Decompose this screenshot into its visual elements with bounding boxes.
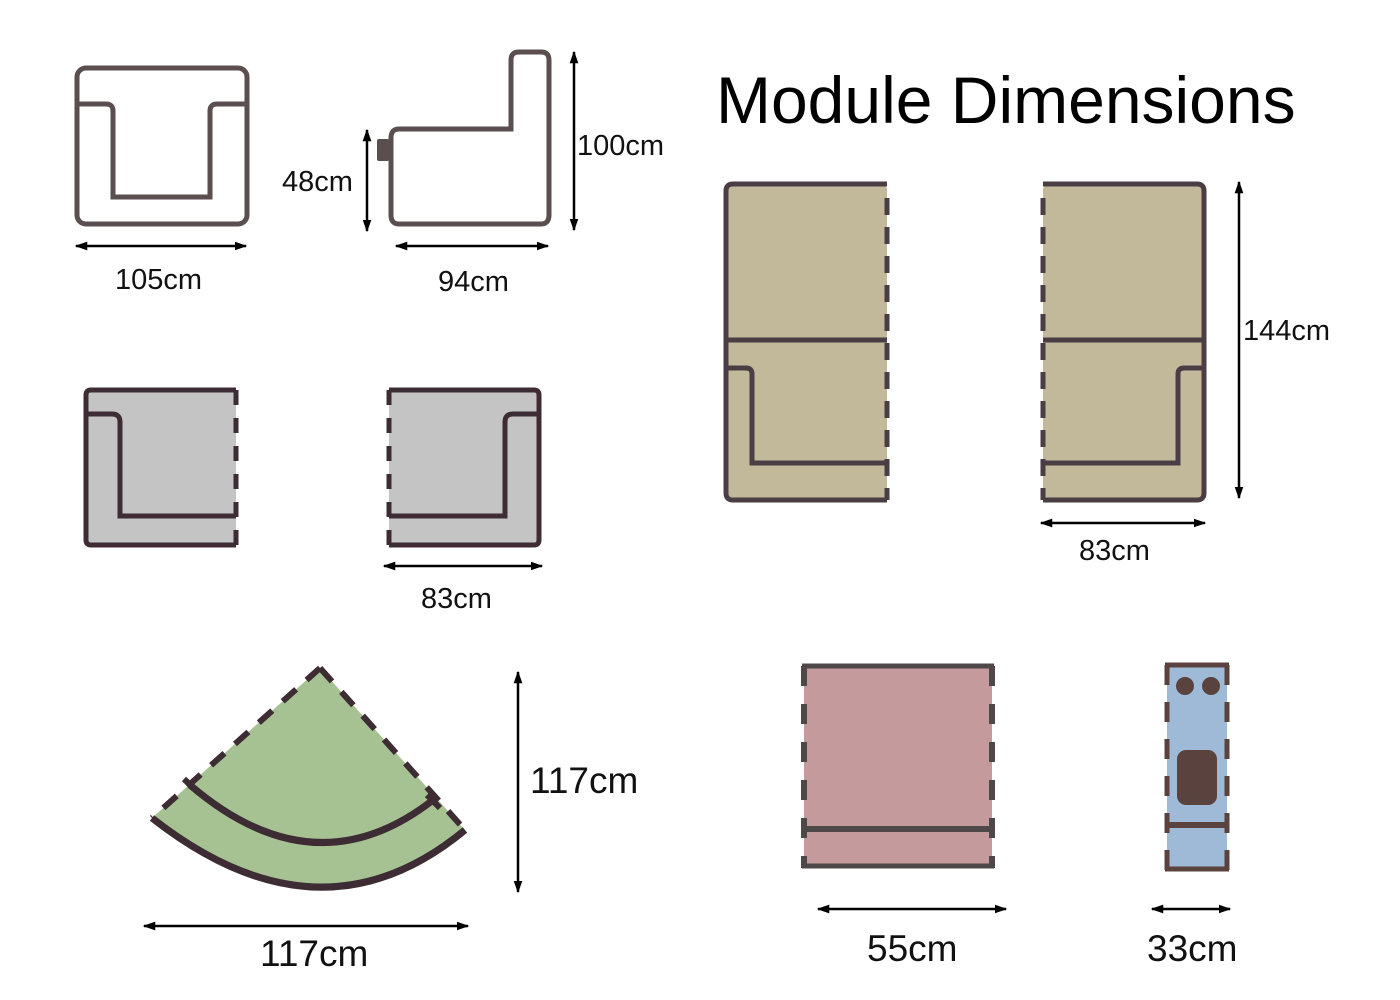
corner-width-label: 117cm xyxy=(260,933,369,974)
corner-height-label: 117cm xyxy=(530,760,639,801)
side-depth-label: 94cm xyxy=(438,266,509,298)
arm-module-width-label: 83cm xyxy=(421,583,492,615)
right-arm-module xyxy=(386,387,542,548)
armchair-top-view xyxy=(74,65,250,227)
page-title: Module Dimensions xyxy=(716,63,1296,137)
right-chaise-module xyxy=(1040,181,1207,503)
left-arm-module xyxy=(83,387,239,548)
console-module xyxy=(1164,662,1230,872)
armless-module xyxy=(801,663,995,869)
cup-holder-icon xyxy=(1176,677,1194,695)
armchair-width-label: 105cm xyxy=(115,264,203,296)
seat-height-label: 48cm xyxy=(282,166,353,198)
corner-wedge-module xyxy=(149,665,468,891)
storage-compartment-icon xyxy=(1177,750,1217,805)
chaise-width-label: 83cm xyxy=(1079,535,1150,567)
armless-width-label: 55cm xyxy=(867,928,958,969)
left-chaise-module xyxy=(723,181,890,503)
armchair-side-view xyxy=(388,49,552,227)
cushion-tab xyxy=(377,139,389,161)
chaise-length-label: 144cm xyxy=(1243,315,1331,347)
total-height-label: 100cm xyxy=(577,130,665,162)
cup-holder-icon xyxy=(1202,677,1220,695)
console-width-label: 33cm xyxy=(1147,928,1238,969)
